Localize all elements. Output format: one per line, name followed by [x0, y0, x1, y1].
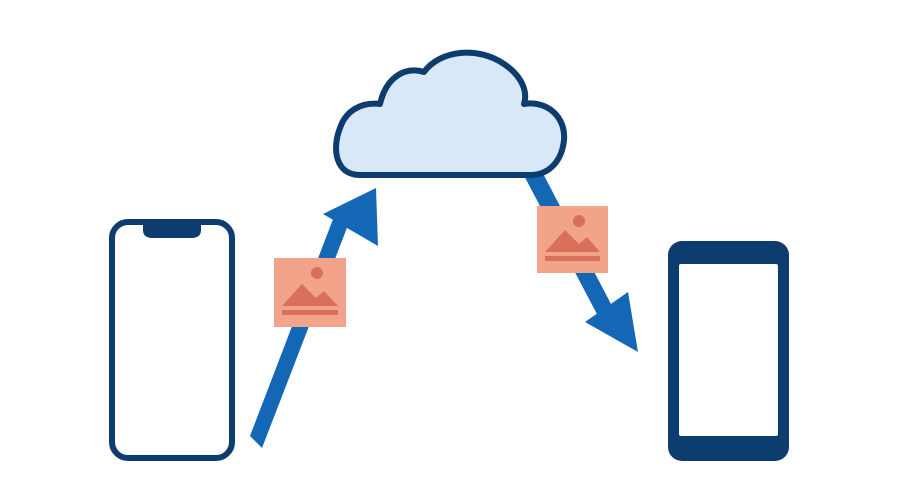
- download-image-icon: [537, 206, 608, 273]
- download-photo-ground: [545, 256, 600, 261]
- iphone-notch: [143, 224, 201, 238]
- upload-photo-mountains: [282, 284, 338, 306]
- download-photo-sun: [573, 215, 585, 227]
- iphone-body: [109, 219, 235, 461]
- iphone-icon: [109, 219, 235, 461]
- cloud-icon: [333, 49, 568, 178]
- upload-photo-ground: [282, 310, 338, 315]
- upload-image-icon: [274, 258, 346, 327]
- download-photo-mountains: [545, 230, 600, 252]
- download-arrow-head: [585, 292, 638, 352]
- upload-photo-sun: [311, 267, 323, 279]
- android-screen: [679, 264, 778, 436]
- upload-arrow-head: [323, 188, 378, 246]
- android-phone-icon: [668, 241, 789, 461]
- upload-arrow-shaft: [250, 214, 350, 448]
